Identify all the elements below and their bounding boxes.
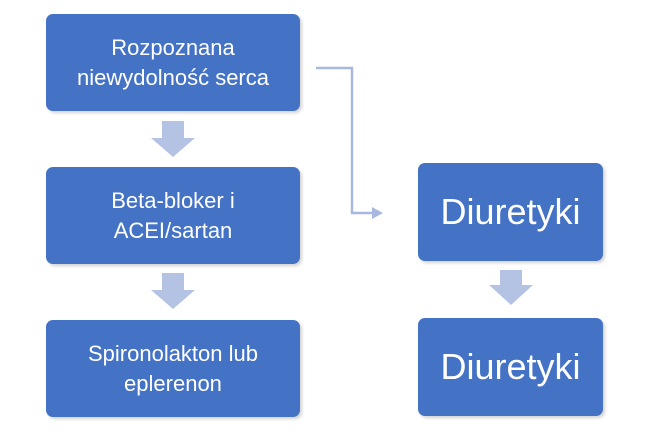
node-label: Diuretyki bbox=[440, 191, 581, 232]
node-spironolakton-eplerenon: Spironolakton lub eplerenon bbox=[46, 320, 300, 417]
node-beta-bloker-acei-sartan: Beta-bloker i ACEI/sartan bbox=[46, 167, 300, 264]
node-label: Diuretyki bbox=[440, 346, 581, 387]
elbow-connector-line bbox=[316, 66, 372, 215]
block-arrow-down-icon bbox=[151, 273, 195, 309]
node-rozpoznana-niewydolnosc-serca: Rozpoznana niewydolność serca bbox=[46, 14, 300, 111]
block-arrow-down-icon bbox=[151, 121, 195, 157]
connector-arrowhead-icon bbox=[372, 207, 383, 219]
node-diuretyki-bottom: Diuretyki bbox=[418, 318, 603, 416]
node-label: Beta-bloker i ACEI/sartan bbox=[111, 187, 235, 243]
node-label: Spironolakton lub eplerenon bbox=[87, 340, 258, 396]
node-diuretyki-top: Diuretyki bbox=[418, 163, 603, 261]
node-label: Rozpoznana niewydolność serca bbox=[77, 34, 269, 90]
block-arrow-down-icon bbox=[489, 270, 533, 305]
